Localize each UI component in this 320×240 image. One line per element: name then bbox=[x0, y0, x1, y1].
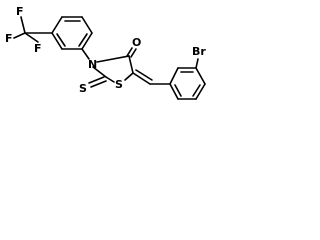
bond-bring-inner-3 bbox=[174, 84, 182, 97]
bonds bbox=[13, 16, 206, 100]
atom-f1: F bbox=[16, 5, 24, 18]
bond-c5-c4 bbox=[128, 55, 134, 74]
bond-c5-ch-1 bbox=[132, 72, 151, 85]
bond-ring-a bbox=[51, 16, 63, 34]
atom-br: Br bbox=[192, 45, 206, 58]
bond-ring-d bbox=[81, 32, 93, 50]
bond-ring-br bbox=[195, 58, 199, 69]
bond-c2-thioxo-2 bbox=[90, 80, 107, 88]
bond-bring-a bbox=[169, 67, 179, 85]
bond-c-f1 bbox=[20, 16, 26, 34]
bond-bring-inner-2 bbox=[192, 84, 201, 97]
atom-f3: F bbox=[34, 42, 42, 55]
bond-ring-f bbox=[51, 32, 63, 50]
bond-ring-c bbox=[81, 16, 93, 34]
bond-bring-c bbox=[195, 67, 206, 85]
bond-c-f3 bbox=[24, 32, 39, 43]
atom-s-ring: S bbox=[115, 78, 123, 91]
atom-labels: F F F N O S S Br bbox=[5, 5, 206, 95]
bond-c5-ch-2 bbox=[135, 69, 153, 81]
bond-c4-o-1 bbox=[126, 47, 133, 57]
bond-s1-c5 bbox=[124, 72, 134, 81]
bond-c4-o-2 bbox=[130, 48, 137, 58]
bond-ring-n bbox=[81, 48, 90, 60]
bond-bring-d bbox=[195, 83, 206, 100]
structure-diagram: F F F N O S S Br bbox=[5, 5, 206, 100]
bond-n-c2 bbox=[92, 66, 107, 78]
atom-s-thioxo: S bbox=[79, 82, 87, 95]
atom-o: O bbox=[132, 36, 141, 49]
bond-ring-inner-2 bbox=[78, 33, 88, 47]
atom-f2: F bbox=[5, 32, 13, 45]
bond-ring-inner-3 bbox=[56, 33, 66, 47]
atom-n: N bbox=[88, 58, 97, 71]
bond-c-f2 bbox=[13, 32, 26, 39]
bond-c4-n bbox=[96, 55, 130, 63]
bond-c2-thioxo-1 bbox=[88, 76, 105, 84]
bond-c2-s1 bbox=[105, 76, 115, 83]
bond-bring-f bbox=[169, 83, 179, 100]
